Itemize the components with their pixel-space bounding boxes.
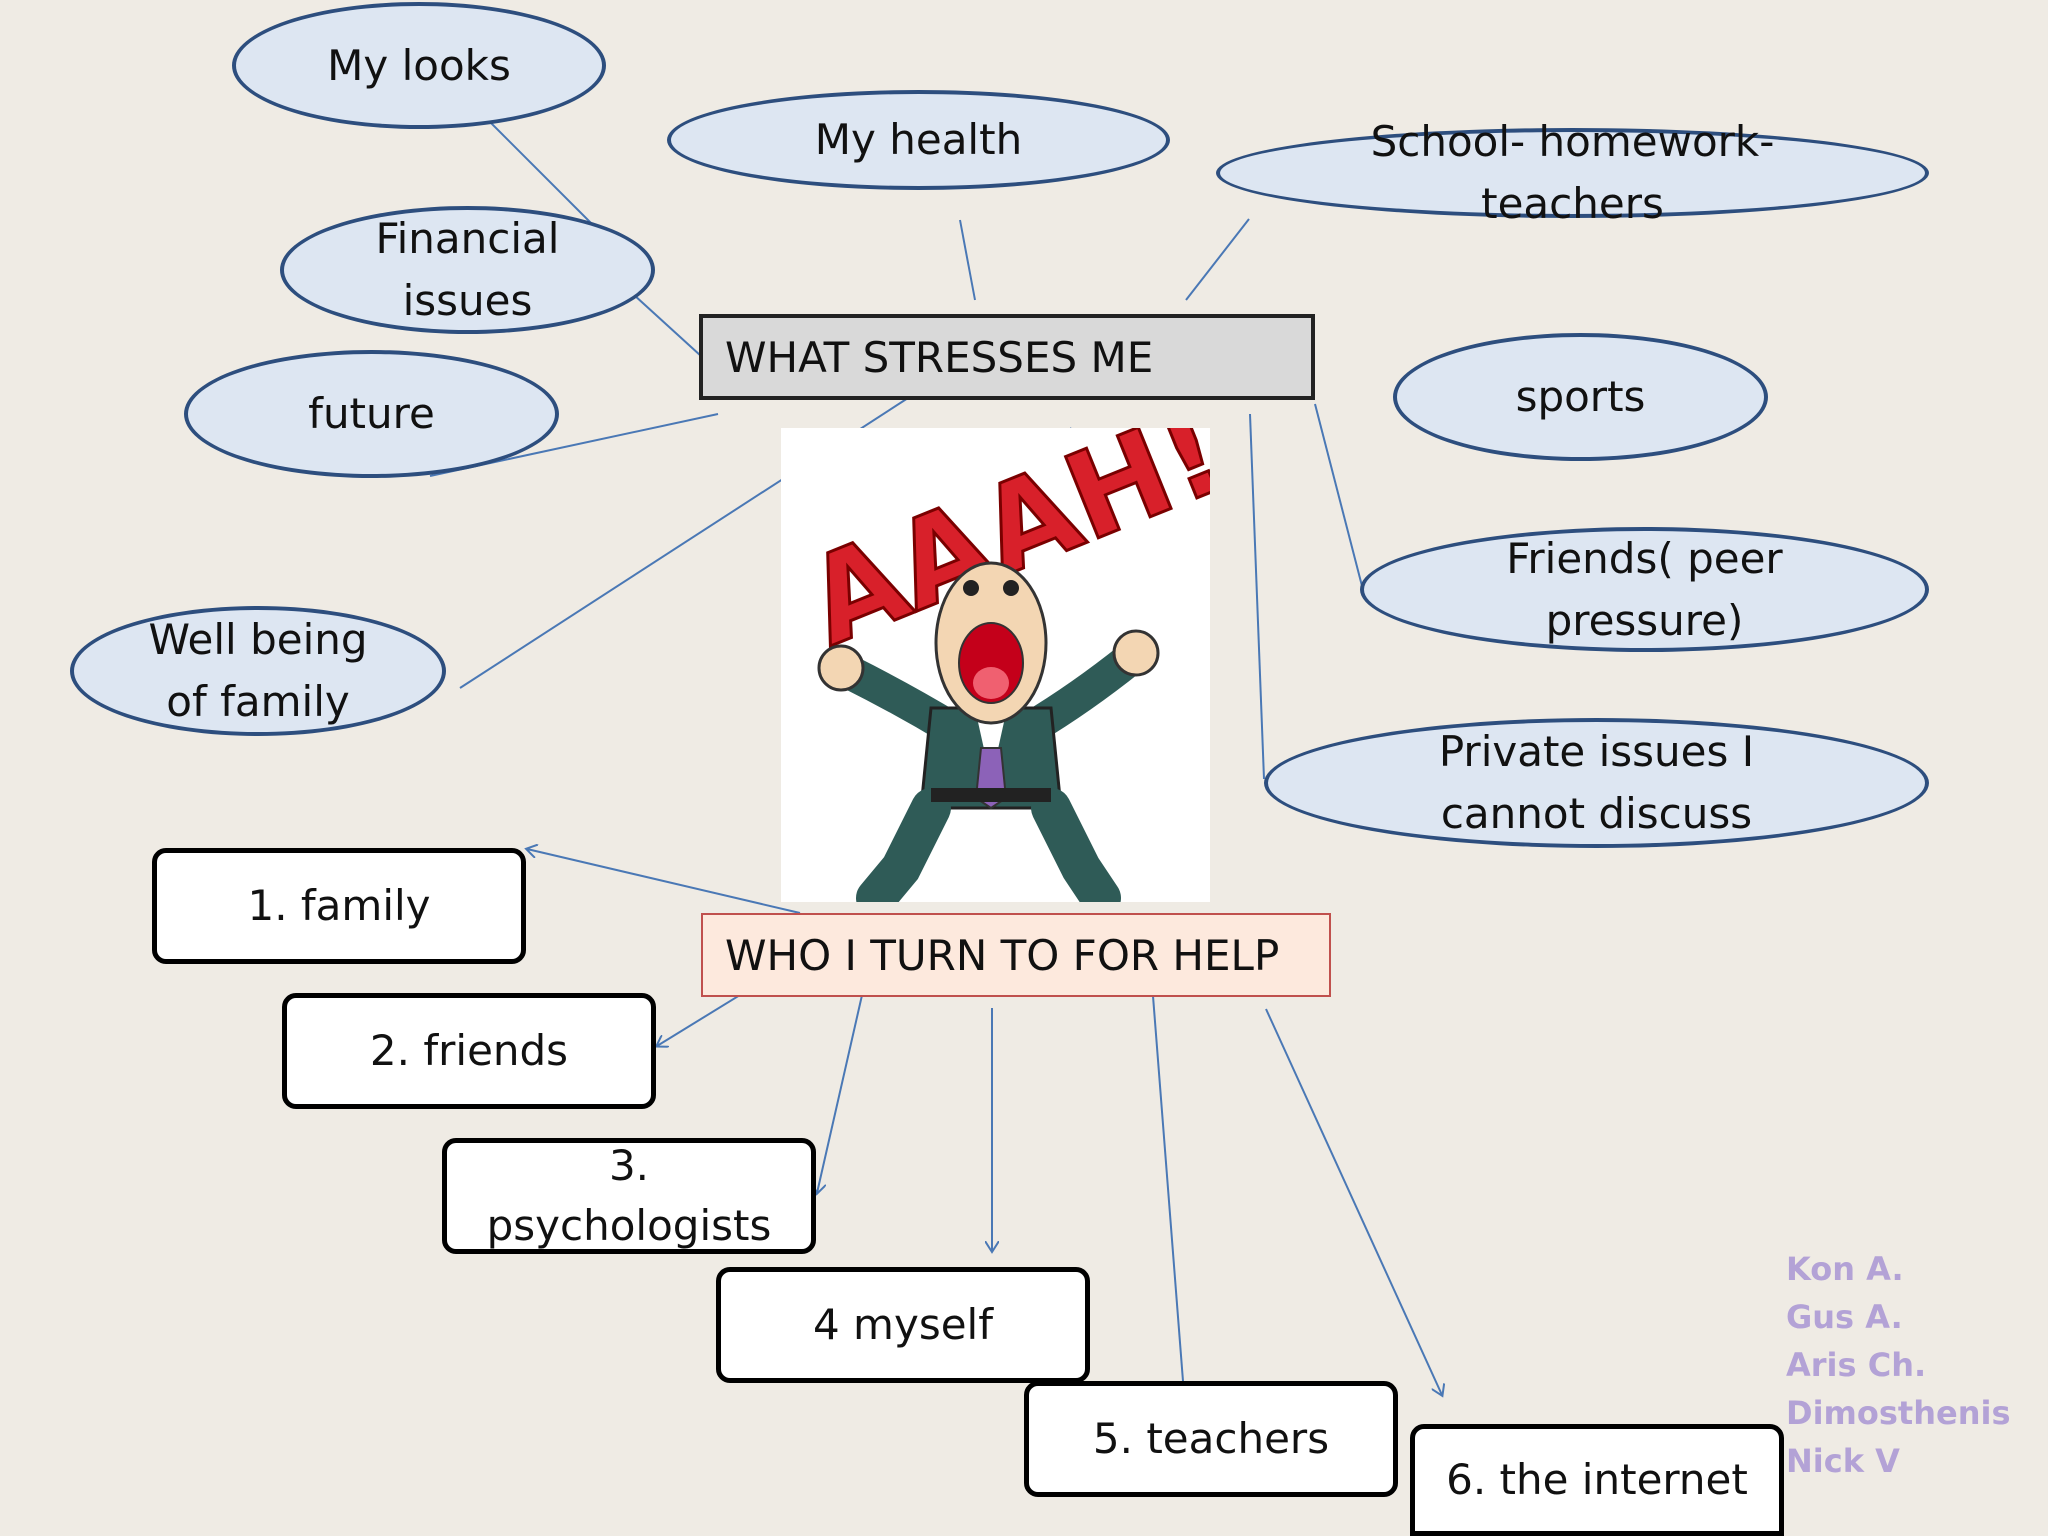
- what-stresses-me-title: WHAT STRESSES ME: [699, 314, 1315, 400]
- helper-family: 1. family: [152, 848, 526, 964]
- helper-friends: 2. friends: [282, 993, 656, 1109]
- stressor-my-looks: My looks: [232, 2, 606, 129]
- credit-name: Gus A.: [1786, 1298, 1903, 1336]
- helper-the-internet: 6. the internet: [1410, 1424, 1784, 1536]
- credit-name: Dimosthenis: [1786, 1394, 2011, 1432]
- credit-name: Kon A.: [1786, 1250, 1904, 1288]
- credit-name: Aris Ch.: [1786, 1346, 1927, 1384]
- stressor-school: School- homework-teachers: [1216, 117, 1929, 228]
- stressor-my-health: My health: [667, 90, 1170, 190]
- screaming-man-image: AAAH!: [781, 380, 1244, 918]
- stressor-future: future: [184, 350, 559, 478]
- helper-teachers: 5. teachers: [1024, 1381, 1398, 1497]
- stressor-sports: sports: [1393, 333, 1768, 461]
- author-credits: Kon A. Gus A. Aris Ch. Dimosthenis Nick …: [1786, 1245, 2010, 1485]
- helper-myself: 4 myself: [716, 1267, 1090, 1383]
- screaming-man-illustration: AAAH!: [787, 380, 1244, 918]
- helper-psychologists: 3.psychologists: [442, 1138, 816, 1254]
- credit-name: Nick V: [1786, 1442, 1900, 1480]
- who-i-turn-to-title: WHO I TURN TO FOR HELP: [701, 913, 1331, 997]
